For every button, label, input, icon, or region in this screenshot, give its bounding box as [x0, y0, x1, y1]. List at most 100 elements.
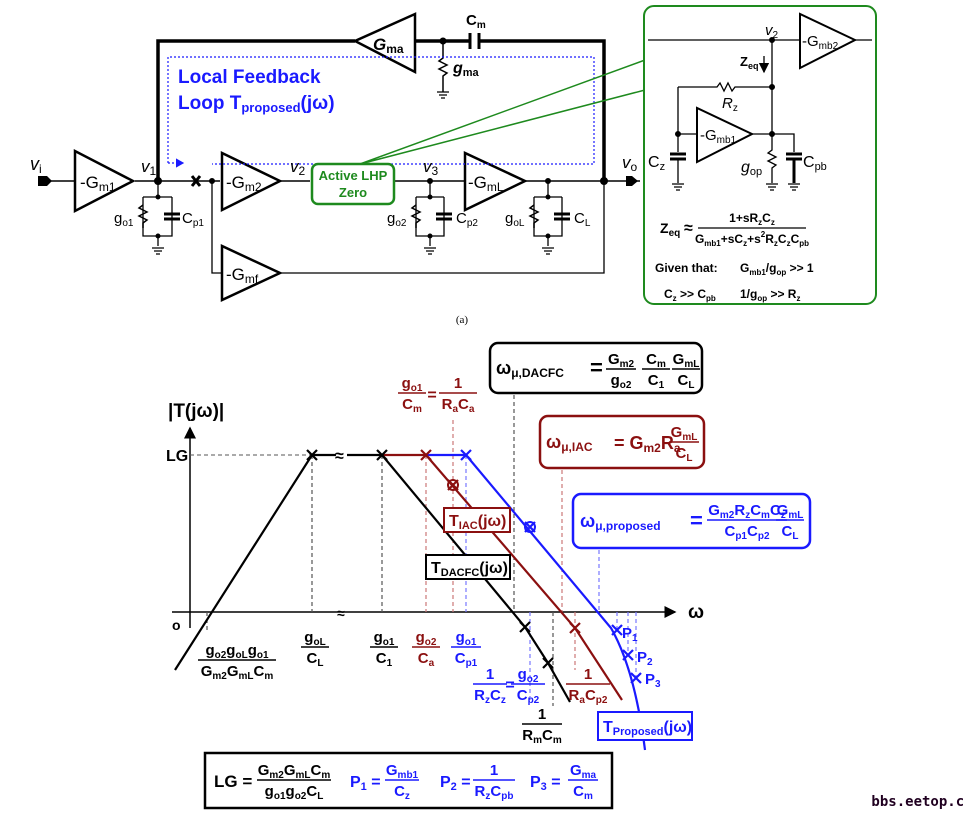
active-lhp-zero-label: Active LHP: [319, 168, 388, 183]
p1-definition-denominator: Cz: [394, 783, 410, 802]
gm2-label: -Gm2: [226, 173, 262, 194]
origin-label: o: [172, 617, 181, 633]
ground-icon: [542, 247, 554, 255]
cm-label: Cm: [466, 12, 486, 31]
x-label-racp2-numerator: 1: [584, 666, 592, 683]
active-lhp-zero-label: Zero: [339, 185, 367, 200]
pole-label-p1: P1: [622, 625, 638, 644]
gmf-label: -Gmf: [226, 265, 259, 286]
cp1-capacitor: [164, 212, 180, 221]
x-label-go2-cp2-denominator: Cp2: [517, 687, 540, 706]
gma-label: Gma: [373, 35, 404, 56]
equals-sign: =: [690, 508, 703, 533]
zeq-denominator: Gmb1+sCz+s2RzCzCpb: [695, 230, 809, 248]
pole-marker: [542, 657, 554, 669]
pole-marker: [376, 449, 388, 461]
gml-amplifier: [463, 151, 528, 212]
x-label-go1-cp1-denominator: Cp1: [455, 650, 478, 669]
omega-proposed-box: [571, 492, 812, 550]
x-label-go1-c1-denominator: C1: [376, 650, 393, 669]
equals-sign: =: [590, 355, 603, 380]
x-label-go2-ca-numerator: go2: [416, 629, 437, 648]
pole-marker: [447, 479, 459, 491]
local-feedback-loop-label: Loop Tproposed(jω): [178, 93, 335, 115]
pole-marker: [420, 449, 432, 461]
omega-proposed-term1-denominator: Cp1Cp2: [724, 523, 769, 542]
cp2-label: Cp2: [456, 210, 478, 229]
omega-dacfc-box: [488, 341, 704, 395]
ground-icon: [672, 183, 800, 191]
pole-marker: [569, 622, 581, 634]
active-lhp-zero-block: [310, 162, 396, 206]
series-label-dacfc: TDACFC(jω): [431, 560, 508, 579]
local-feedback-loop-path: [167, 56, 595, 165]
lg-definition-numerator: Gm2GmLCm: [258, 762, 331, 781]
gm2-amplifier: [220, 151, 283, 213]
gol-label: goL: [505, 210, 525, 229]
pole-marker: [611, 624, 623, 636]
cz-label: Cz: [648, 154, 665, 173]
node-v3-label: v3: [423, 157, 439, 178]
approx-sign: ≈: [684, 220, 693, 237]
x-label-rmcm-denominator: RmCm: [522, 727, 562, 746]
cm-wire: [415, 39, 606, 181]
lg-definition-denominator: go1go2CL: [265, 783, 324, 802]
gma-resistor: [437, 41, 449, 92]
go1-resistor: [137, 204, 149, 228]
x-label-go1-cm-denominator: Cm: [402, 396, 422, 415]
pole-marker: [630, 672, 642, 684]
lg-definition-lhs: LG =: [214, 772, 252, 791]
zero-marker: [524, 521, 536, 533]
x-label-crossing-numerator: go2goLgo1: [205, 642, 269, 661]
gmb2-amplifier: [799, 12, 858, 70]
inset-v2-label: v2: [765, 22, 779, 41]
p3-definition-lhs: P3 =: [530, 774, 561, 793]
equals-sign: =: [427, 387, 436, 404]
vo-terminal-icon: [626, 176, 638, 186]
gml-label: -GmL: [468, 173, 504, 194]
bode-plot: ≈ ≈: [172, 395, 677, 751]
x-label-rzcz-numerator: 1: [486, 666, 494, 683]
x-label-go2-ca-denominator: Ca: [418, 650, 435, 669]
given-condition-3: 1/gop >> Rz: [740, 287, 800, 303]
omega-proposed-term2-denominator: CL: [782, 523, 799, 542]
x-axis-label: ω: [688, 602, 704, 623]
omega-iac-term-denominator: CL: [676, 445, 693, 464]
node-v1-label: v1: [141, 157, 157, 178]
given-condition-2: Cz >> Cpb: [664, 287, 716, 303]
p2-definition-denominator: RzCpb: [475, 783, 514, 802]
x-label-gol-cl-denominator: CL: [307, 650, 324, 669]
equals-sign: =: [505, 677, 514, 694]
series-label-proposed: TProposed(jω): [603, 719, 692, 738]
zero-marker: [447, 479, 459, 491]
series-line-iac: [382, 453, 623, 701]
omega-proposed-term1-numerator: Gm2RzCmCz: [708, 502, 786, 521]
p2-definition-lhs: P2 =: [440, 774, 471, 793]
gmb1-amplifier: [696, 106, 755, 164]
x-label-raca-denominator: RaCa: [442, 396, 475, 415]
zeq-formula-lhs: Zeq: [660, 220, 680, 239]
gmb2-label: -Gmb2: [802, 33, 839, 52]
iac-curve-label-box: [443, 507, 511, 533]
cl-capacitor: [554, 212, 570, 221]
vi-terminal-icon: [38, 176, 52, 186]
cz-capacitor: [670, 152, 686, 161]
axis-break-mark: ≈: [337, 605, 345, 621]
go2-resistor: [410, 204, 422, 228]
pole-marker: [622, 649, 634, 661]
omega-proposed-term2-numerator: GmL: [777, 502, 804, 521]
local-feedback-title: Local Feedback: [178, 67, 321, 88]
proposed-curve-label-box: [597, 711, 693, 741]
y-axis-label: |T(jω)|: [168, 401, 224, 422]
pole-marker: [460, 449, 472, 461]
go1-label: go1: [114, 210, 134, 229]
node-vi-label: vi: [30, 154, 42, 176]
x-label-gol-cl-numerator: goL: [304, 629, 325, 648]
omega-proposed-lhs: ωμ,proposed: [580, 511, 661, 533]
ground-icon: [424, 247, 436, 255]
inset-panel: [643, 5, 877, 305]
gol-resistor: [528, 204, 540, 228]
rz-resistor: [678, 81, 772, 93]
omega-dacfc-term1-denominator: go2: [611, 372, 632, 391]
